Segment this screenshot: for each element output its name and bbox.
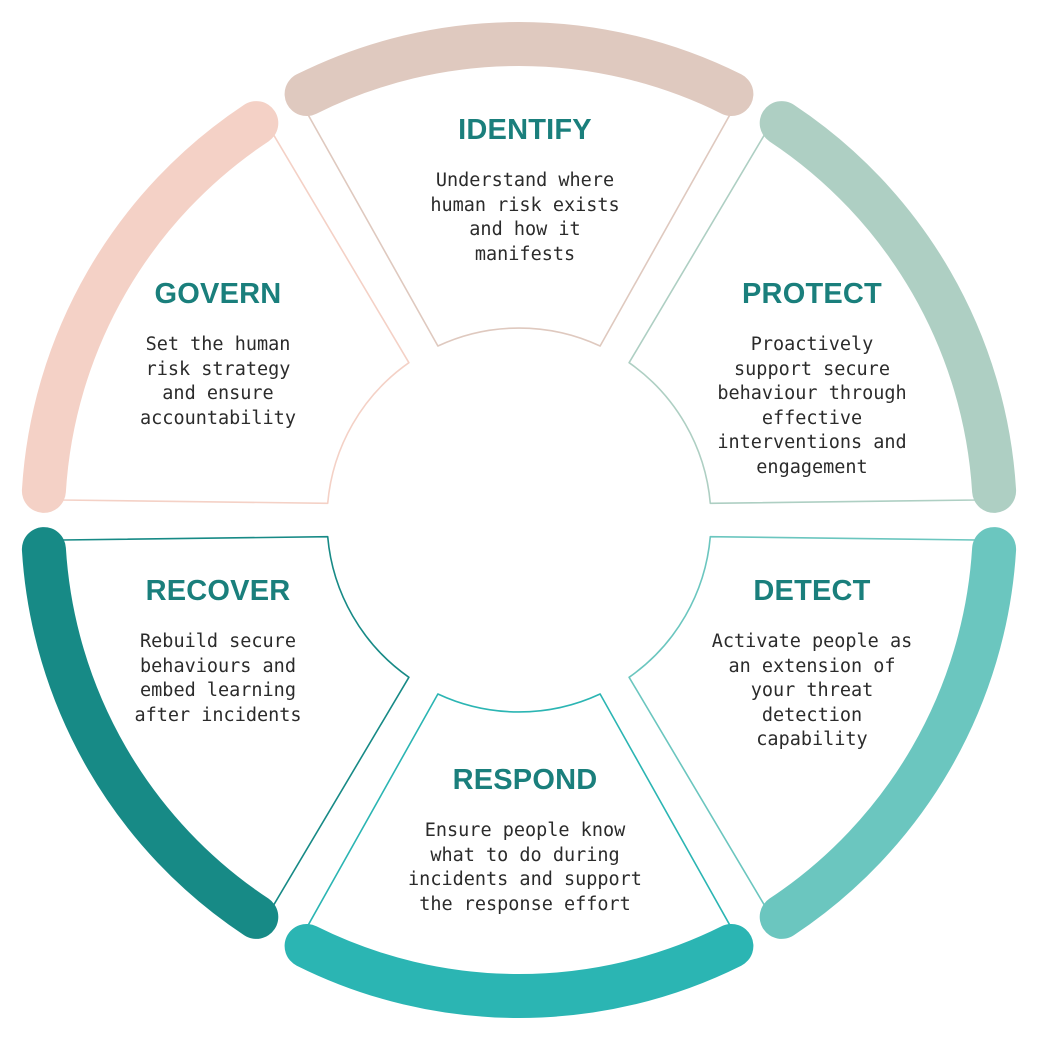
detect-desc-line: detection — [761, 704, 863, 726]
govern-desc-line: and ensure — [162, 383, 274, 404]
detect-title: DETECT — [753, 575, 871, 607]
recover-description: Rebuild secure behaviours and embed lear… — [68, 630, 368, 728]
protect-desc-line: Proactively — [750, 334, 874, 355]
recover-desc-line: after incidents — [134, 704, 302, 726]
protect-desc-line: interventions and — [717, 432, 907, 453]
segment-recover: RECOVER Rebuild secure behaviours and em… — [68, 574, 368, 728]
segment-respond: RESPOND Ensure people know what to do du… — [365, 763, 685, 917]
respond-title: RESPOND — [452, 764, 598, 796]
outer-arc-recover — [21, 527, 279, 939]
detect-desc-line: capability — [756, 729, 868, 750]
govern-description: Set the human risk strategy and ensure a… — [68, 333, 368, 431]
protect-title: PROTECT — [742, 278, 882, 310]
protect-desc-line: engagement — [756, 456, 868, 478]
respond-desc-line: what to do during — [430, 844, 620, 866]
detect-desc-line: Activate people as — [711, 631, 913, 652]
govern-desc-line: accountability — [140, 407, 296, 429]
detect-description: Activate people as an extension of your … — [662, 630, 962, 753]
outer-arc-protect — [759, 101, 1017, 513]
outer-arc-respond — [284, 924, 754, 1018]
detect-desc-line: your threat — [750, 680, 874, 701]
segment-protect: PROTECT Proactively support secure behav… — [662, 277, 962, 480]
govern-desc-line: Set the human — [145, 334, 291, 355]
recover-title: RECOVER — [145, 575, 291, 607]
govern-title: GOVERN — [154, 278, 282, 310]
respond-desc-line: incidents and support — [408, 869, 642, 890]
identify-desc-line: and how it — [469, 219, 581, 240]
identify-desc-line: human risk exists — [430, 194, 620, 216]
identify-desc-line: Understand where — [435, 170, 615, 191]
govern-desc-line: risk strategy — [145, 358, 291, 380]
segment-govern: GOVERN Set the human risk strategy and e… — [68, 277, 368, 431]
respond-desc-line: the response effort — [419, 893, 631, 915]
identify-title: IDENTIFY — [458, 114, 592, 146]
recover-desc-line: Rebuild secure — [140, 631, 296, 652]
protect-desc-line: effective — [761, 407, 863, 429]
respond-description: Ensure people know what to do during inc… — [365, 819, 685, 917]
protect-desc-line: support secure — [734, 358, 890, 380]
segment-outlines — [60, 61, 978, 979]
outer-arc-govern — [21, 101, 279, 513]
recover-desc-line: behaviours and — [140, 655, 296, 677]
outer-arc-detect — [759, 527, 1017, 939]
protect-desc-line: behaviour through — [717, 383, 907, 404]
respond-desc-line: Ensure people know — [424, 820, 626, 841]
outer-arc-identify — [284, 22, 754, 116]
identify-desc-line: manifests — [474, 243, 576, 265]
protect-description: Proactively support secure behaviour thr… — [662, 333, 962, 480]
identify-description: Understand where human risk exists and h… — [370, 169, 680, 267]
detect-desc-line: an extension of — [728, 655, 896, 677]
segment-detect: DETECT Activate people as an extension o… — [662, 574, 962, 753]
segment-arcs — [21, 22, 1017, 1018]
recover-desc-line: embed learning — [140, 680, 296, 701]
segment-identify: IDENTIFY Understand where human risk exi… — [370, 113, 680, 267]
